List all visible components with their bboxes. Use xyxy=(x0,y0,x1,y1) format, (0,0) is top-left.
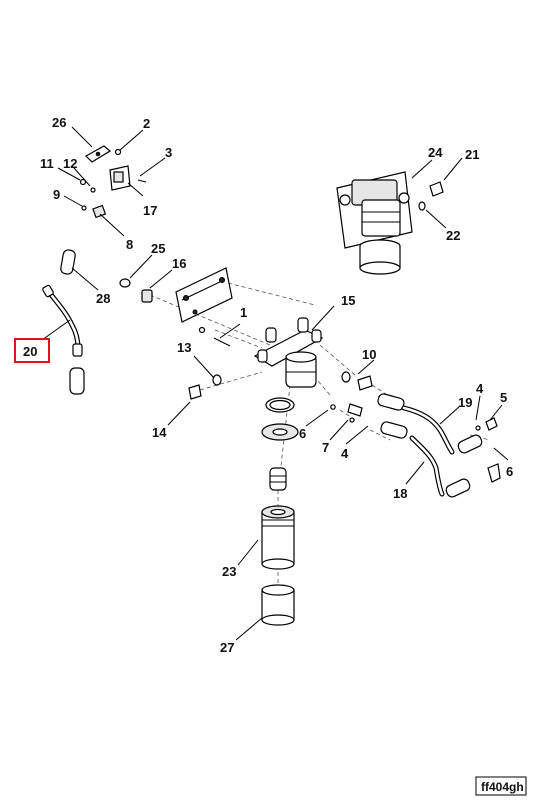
callout-1: 1 xyxy=(240,305,247,320)
callout-21: 21 xyxy=(465,147,479,162)
part-24-fuel-pump-assembly xyxy=(336,171,413,275)
callout-8: 8 xyxy=(126,237,133,252)
part-15-filter-head xyxy=(253,317,324,388)
callout-16: 16 xyxy=(172,256,186,271)
callout-6-left: 6 xyxy=(299,426,306,441)
part-8-fitting xyxy=(92,204,107,219)
part-27-bowl xyxy=(261,584,295,626)
part-15-gasket xyxy=(261,423,299,441)
mounting-bracket xyxy=(175,267,233,323)
callout-27: 27 xyxy=(220,640,234,655)
callout-2: 2 xyxy=(143,116,150,131)
callout-labels: 26 2 3 11 12 9 17 8 25 16 28 15 1 13 10 … xyxy=(40,115,513,655)
part-26-bracket xyxy=(85,145,112,163)
callout-24: 24 xyxy=(428,145,443,160)
callout-9: 9 xyxy=(53,187,60,202)
callout-19: 19 xyxy=(458,395,472,410)
part-1-bolt xyxy=(198,326,231,347)
part-13-o-ring xyxy=(212,374,222,386)
callout-17: 17 xyxy=(143,203,157,218)
callout-20: 20 xyxy=(23,344,37,359)
part-19-hose-line xyxy=(377,393,483,455)
callout-13: 13 xyxy=(177,340,191,355)
part-6-elbow-right xyxy=(487,463,501,483)
part-5-connector xyxy=(475,417,498,431)
callout-14: 14 xyxy=(152,425,167,440)
part-25-o-ring xyxy=(119,278,131,288)
callout-5: 5 xyxy=(500,390,507,405)
callout-18: 18 xyxy=(393,486,407,501)
part-21-fitting xyxy=(429,181,444,197)
callout-25: 25 xyxy=(151,241,165,256)
callout-26: 26 xyxy=(52,115,66,130)
part-10-fitting xyxy=(341,371,373,391)
callout-15: 15 xyxy=(341,293,355,308)
callout-3: 3 xyxy=(165,145,172,160)
part-16-plug xyxy=(141,289,153,303)
callout-10: 10 xyxy=(362,347,376,362)
part-18-hose-line xyxy=(380,421,471,498)
callout-11: 11 xyxy=(40,156,54,171)
part-15-seal-ring xyxy=(265,397,295,413)
part-3-screw xyxy=(137,179,147,183)
part-23-filter-element xyxy=(261,505,295,570)
adapter-nipple xyxy=(269,467,287,491)
part-14-plug xyxy=(188,384,202,400)
part-22-o-ring xyxy=(418,201,426,211)
part-2-bolt xyxy=(114,148,122,156)
part-9-washer xyxy=(81,205,87,211)
callout-20-highlight-box xyxy=(14,338,50,363)
part-20-hose-assembly xyxy=(42,284,85,395)
callout-22: 22 xyxy=(446,228,460,243)
part-28-sleeve xyxy=(60,249,76,275)
highlighted-callout-20: 20 xyxy=(14,338,50,363)
part-11-12-washers xyxy=(79,178,96,193)
callout-4-left: 4 xyxy=(341,446,349,461)
part-4-washer xyxy=(349,417,355,423)
part-7-elbow xyxy=(347,403,363,417)
leader-lines xyxy=(41,126,509,641)
part-17-clamp xyxy=(109,165,131,191)
part-6-washer xyxy=(330,404,336,410)
figure-id-text: ff404gh xyxy=(481,780,524,794)
callout-4-right: 4 xyxy=(476,381,484,396)
callout-28: 28 xyxy=(96,291,110,306)
callout-7: 7 xyxy=(322,440,329,455)
callout-12: 12 xyxy=(63,156,77,171)
callout-23: 23 xyxy=(222,564,236,579)
callout-6-right: 6 xyxy=(506,464,513,479)
figure-id-label: ff404gh xyxy=(475,776,527,796)
